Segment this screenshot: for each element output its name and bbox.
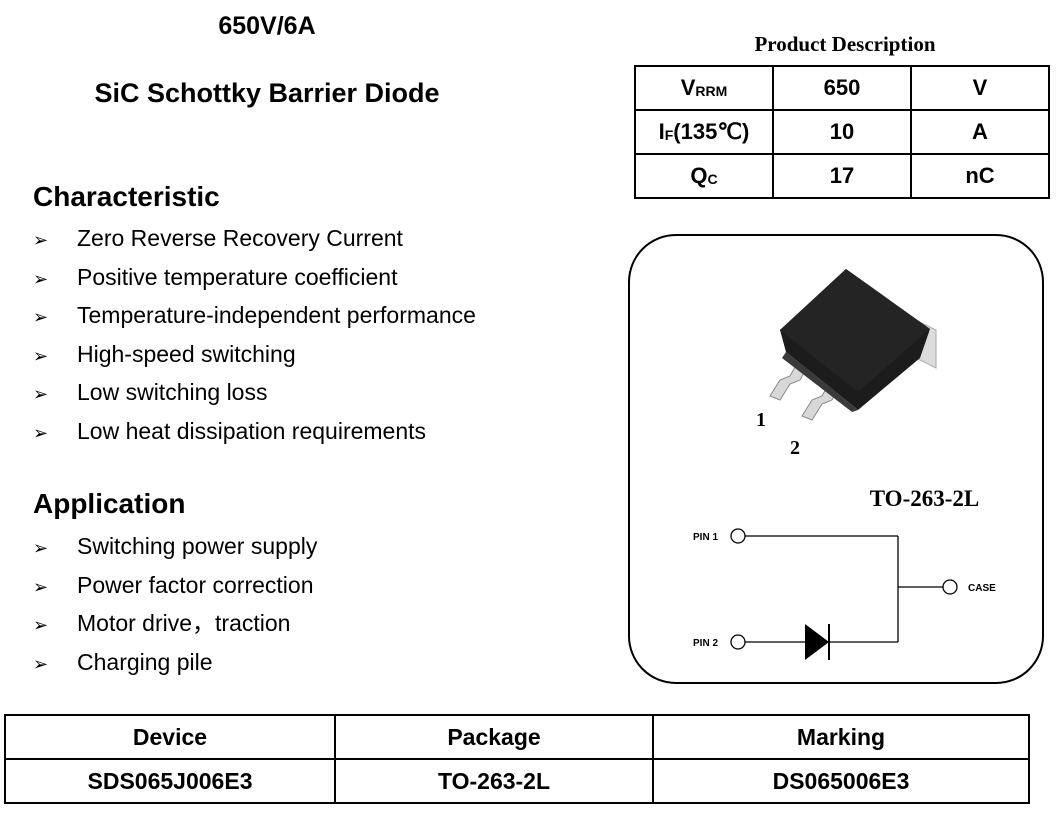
lead-label-1: 1 xyxy=(756,409,766,431)
list-item: ➢Motor drive，traction xyxy=(33,604,317,643)
list-item: ➢Zero Reverse Recovery Current xyxy=(33,219,476,258)
list-item: ➢Low heat dissipation requirements xyxy=(33,412,476,451)
param-cell: IF(135℃) xyxy=(634,109,774,155)
application-list: ➢Switching power supply ➢Power factor co… xyxy=(33,527,317,681)
bullet-arrow-icon: ➢ xyxy=(33,384,49,405)
column-header-marking: Marking xyxy=(652,714,1030,760)
package-diagram-box xyxy=(628,234,1044,684)
pin2-label: PIN 2 xyxy=(693,638,718,649)
characteristic-list: ➢Zero Reverse Recovery Current ➢Positive… xyxy=(33,219,476,450)
case-terminal-icon xyxy=(942,579,958,595)
list-item: ➢Low switching loss xyxy=(33,373,476,412)
device-cell: SDS065J006E3 xyxy=(4,758,336,804)
list-item: ➢Temperature-independent performance xyxy=(33,296,476,335)
diode-symbol-icon xyxy=(805,624,829,660)
bullet-arrow-icon: ➢ xyxy=(33,653,49,675)
table-row: VRRM 650 V xyxy=(634,65,1050,111)
rating-title: 650V/6A xyxy=(218,12,316,40)
table-row: QC 17 nC xyxy=(634,153,1050,199)
to263-package-icon: 1 2 xyxy=(756,269,937,459)
case-label: CASE xyxy=(968,583,996,594)
bullet-arrow-icon: ➢ xyxy=(33,307,49,328)
value-cell: 17 xyxy=(772,153,912,199)
table-header-row: Device Package Marking xyxy=(4,714,1030,760)
param-cell: VRRM xyxy=(634,65,774,111)
marking-cell: DS065006E3 xyxy=(652,758,1030,804)
bullet-arrow-icon: ➢ xyxy=(33,230,49,251)
table-row: IF(135℃) 10 A xyxy=(634,109,1050,155)
bullet-arrow-icon: ➢ xyxy=(33,615,49,636)
bullet-arrow-icon: ➢ xyxy=(33,268,49,290)
bullet-arrow-icon: ➢ xyxy=(33,538,49,559)
bullet-arrow-icon: ➢ xyxy=(33,576,49,598)
package-cell: TO-263-2L xyxy=(334,758,654,804)
product-description-title: Product Description xyxy=(754,32,936,56)
value-cell: 650 xyxy=(772,65,912,111)
list-item: ➢High-speed switching xyxy=(33,335,476,374)
column-header-package: Package xyxy=(334,714,654,760)
pin1-label: PIN 1 xyxy=(693,532,718,543)
characteristic-heading: Characteristic xyxy=(33,181,220,212)
list-item: ➢Positive temperature coefficient xyxy=(33,258,476,297)
column-header-device: Device xyxy=(4,714,336,760)
list-item: ➢Power factor correction xyxy=(33,566,317,605)
product-type-title: SiC Schottky Barrier Diode xyxy=(94,78,440,108)
package-name: TO-263-2L xyxy=(869,486,980,511)
list-item: ➢Charging pile xyxy=(33,643,317,682)
param-cell: QC xyxy=(634,153,774,199)
bullet-arrow-icon: ➢ xyxy=(33,422,49,444)
pin2-terminal-icon xyxy=(730,634,746,650)
unit-cell: A xyxy=(910,109,1050,155)
pin1-terminal-icon xyxy=(730,528,746,544)
lead-label-2: 2 xyxy=(790,437,800,459)
table-row: SDS065J006E3 TO-263-2L DS065006E3 xyxy=(4,758,1030,804)
diode-circuit-diagram: PIN 1 CASE PIN 2 xyxy=(693,528,996,660)
application-heading: Application xyxy=(33,488,186,519)
unit-cell: nC xyxy=(910,153,1050,199)
product-description-table: VRRM 650 V IF(135℃) 10 A QC 17 nC xyxy=(634,65,1050,199)
bullet-arrow-icon: ➢ xyxy=(33,345,49,367)
ordering-info-table: Device Package Marking SDS065J006E3 TO-2… xyxy=(4,714,1030,804)
unit-cell: V xyxy=(910,65,1050,111)
list-item: ➢Switching power supply xyxy=(33,527,317,566)
value-cell: 10 xyxy=(772,109,912,155)
